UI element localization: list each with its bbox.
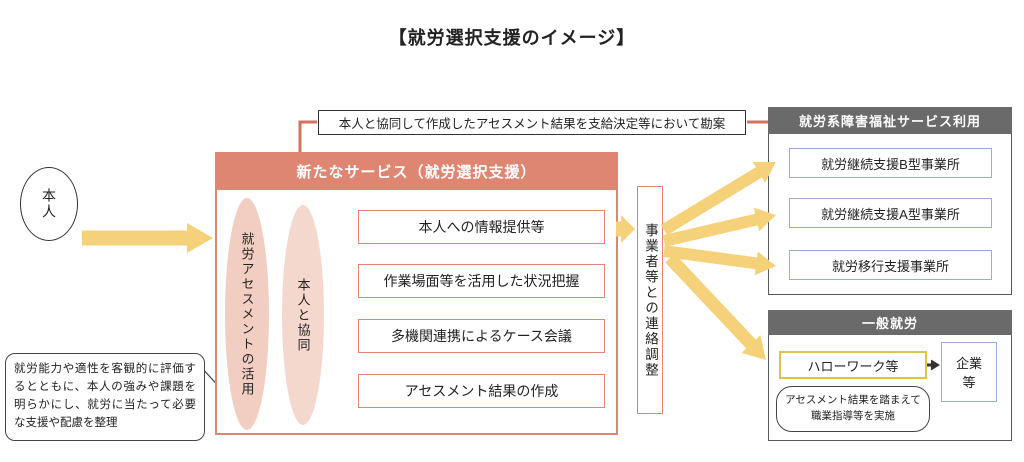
welfare-item-type-a: 就労継続支援A型事業所 <box>789 198 992 228</box>
top-annotation-text: 本人と協同して作成したアセスメント結果を支給決定等において勘案 <box>338 117 726 131</box>
assessment-ellipse-label: 就労アセスメントの活用 <box>239 231 255 397</box>
service-item-case-conference: 多機関連携によるケース会議 <box>358 319 605 353</box>
person-label: 本人 <box>41 188 57 220</box>
service-item-info-provision: 本人への情報提供等 <box>358 210 605 244</box>
coordination-box: 事業者等との連絡調整 <box>637 186 663 414</box>
company-label: 企業等 <box>955 356 982 390</box>
welfare-item-transition: 就労移行支援事業所 <box>789 250 992 280</box>
general-employment-header: 一般就労 <box>768 310 1012 335</box>
assessment-ellipse: 就労アセスメントの活用 <box>225 198 269 430</box>
new-service-header: 新たなサービス（就労選択支援） <box>215 152 618 190</box>
top-annotation-box: 本人と協同して作成したアセスメント結果を支給決定等において勘案 <box>318 110 746 135</box>
welfare-item-type-b: 就労継続支援B型事業所 <box>789 148 992 178</box>
welfare-services-header: 就労系障害福祉サービス利用 <box>768 107 1012 134</box>
hellowork-box: ハローワーク等 <box>779 351 927 379</box>
collaboration-ellipse-label: 本人と協同 <box>295 277 311 353</box>
person-ellipse: 本人 <box>20 167 78 241</box>
service-item-situation-grasp: 作業場面等を活用した状況把握 <box>358 264 605 298</box>
company-box: 企業等 <box>941 342 997 402</box>
collaboration-ellipse: 本人と協同 <box>282 205 324 425</box>
guidance-note-box: アセスメント結果を踏まえて職業指導等を実施 <box>776 386 930 432</box>
coordination-label: 事業者等との連絡調整 <box>643 222 658 378</box>
bottom-left-callout: 就労能力や適性を客観的に評価するとともに、本人の強みや課題を明らかにし、就労に当… <box>5 353 205 441</box>
page-title: 【就労選択支援のイメージ】 <box>388 28 636 48</box>
service-item-assessment-result: アセスメント結果の作成 <box>358 374 605 408</box>
